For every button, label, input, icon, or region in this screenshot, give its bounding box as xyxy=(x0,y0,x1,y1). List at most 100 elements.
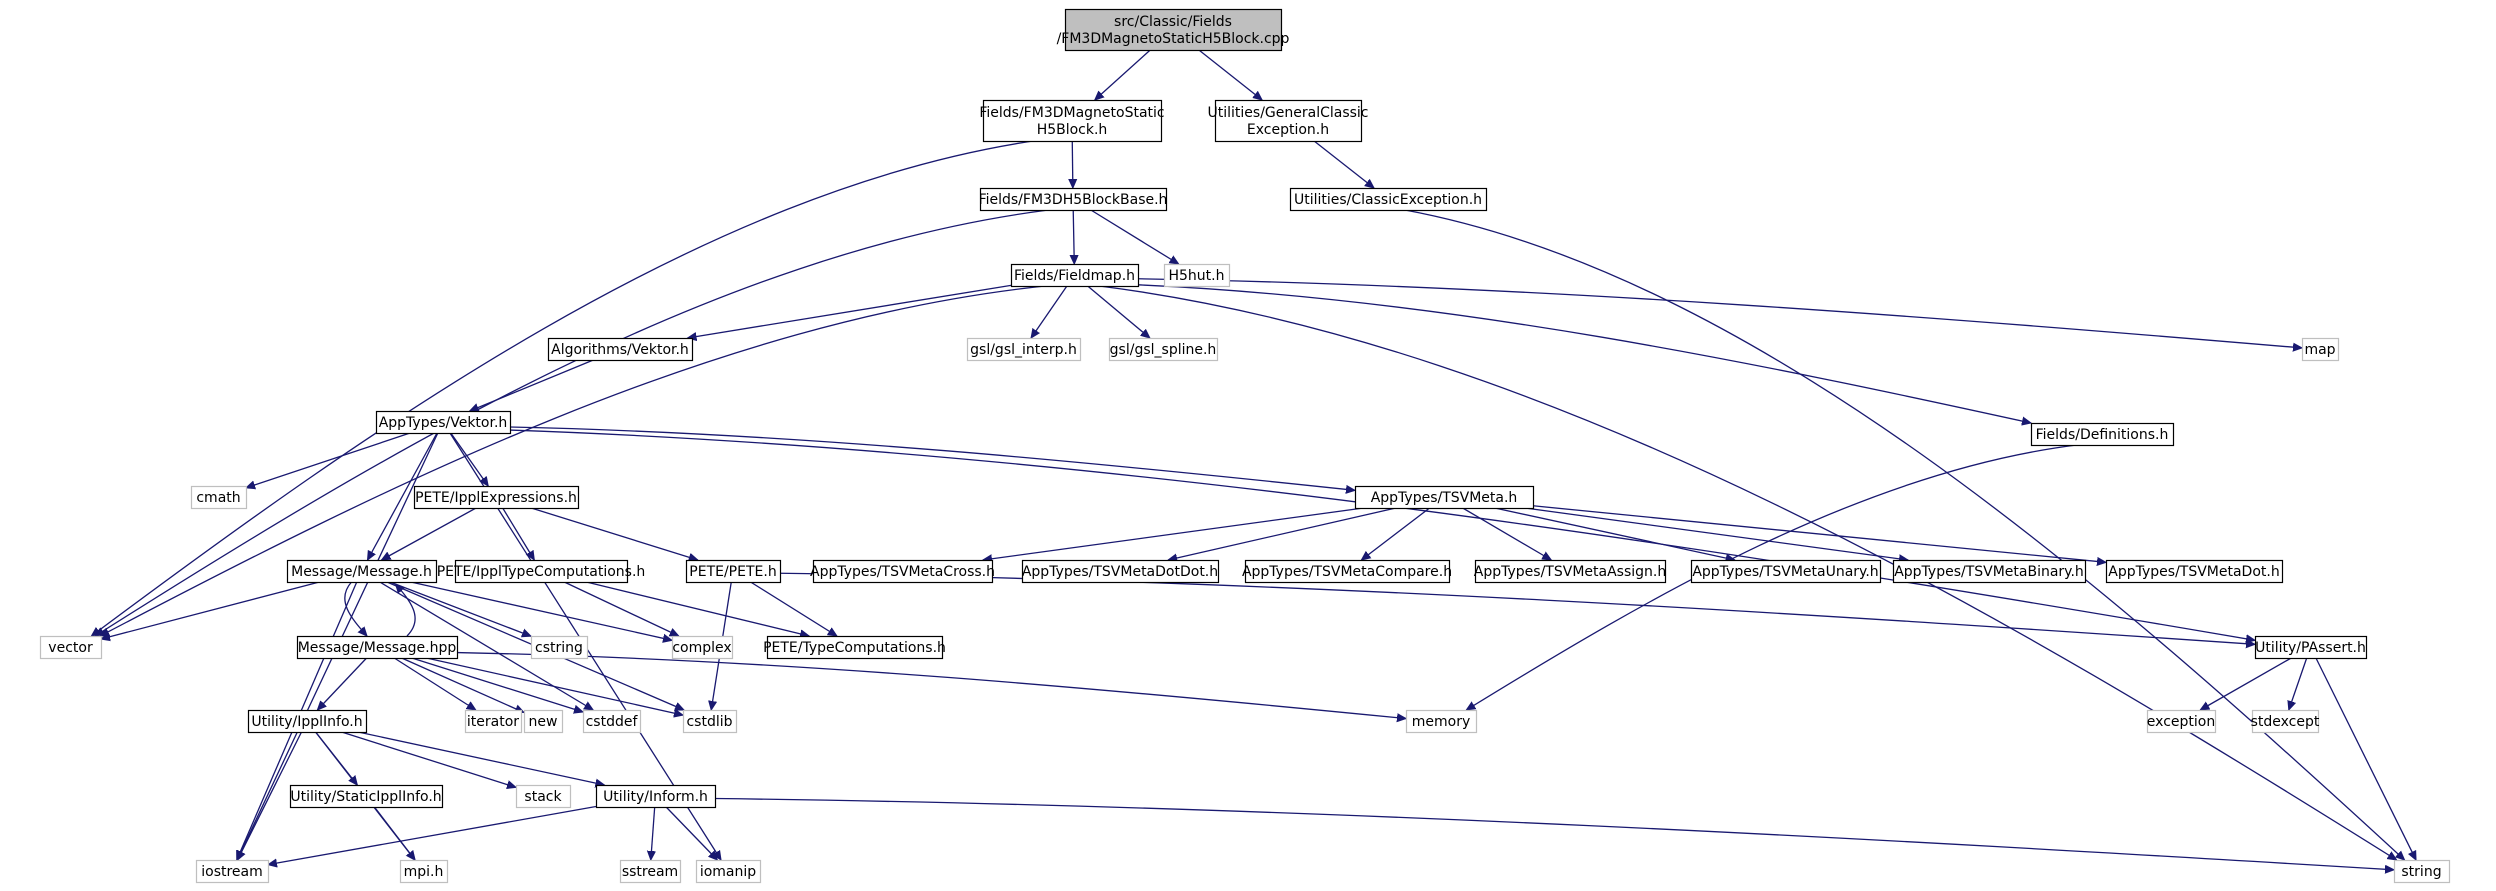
edge-fieldmap-to-gslinterp xyxy=(1031,285,1068,338)
node-defs-label: Fields/Definitions.h xyxy=(2036,427,2169,443)
edge-msghpp-to-iterator xyxy=(393,657,476,710)
node-cstdlib: cstdlib xyxy=(682,709,738,734)
node-memory-label: memory xyxy=(1412,714,1471,730)
node-sstream: sstream xyxy=(619,859,682,884)
node-staticipplinfo[interactable]: Utility/StaticIpplInfo.h xyxy=(289,784,444,809)
node-tsvbinary-box xyxy=(1892,559,2087,584)
node-map-label: map xyxy=(2304,342,2335,358)
node-iomanip: iomanip xyxy=(695,859,762,884)
edge-atvektor-to-ipplexpr xyxy=(450,432,488,486)
node-passert[interactable]: Utility/PAssert.h xyxy=(2254,635,2368,660)
node-staticipplinfo-label: Utility/StaticIpplInfo.h xyxy=(290,789,441,805)
node-stack: stack xyxy=(515,784,572,809)
node-cmath-box xyxy=(190,485,248,510)
node-vektor-label: Algorithms/Vektor.h xyxy=(551,342,689,358)
node-vector-label: vector xyxy=(48,640,93,656)
node-root[interactable]: src/Classic/Fields/FM3DMagnetoStaticH5Bl… xyxy=(1057,8,1290,52)
node-ipplexpr[interactable]: PETE/IpplExpressions.h xyxy=(413,485,580,510)
node-gslinterp-label: gsl/gsl_interp.h xyxy=(970,342,1077,358)
node-exception-box xyxy=(2146,709,2217,734)
edge-ipplexpr-to-ippltc xyxy=(502,507,535,560)
node-tsvdot[interactable]: AppTypes/TSVMetaDot.h xyxy=(2105,559,2284,584)
node-cmath: cmath xyxy=(190,485,248,510)
edge-staticipplinfo-to-mpih xyxy=(373,806,415,860)
edge-atvektor-to-passert xyxy=(509,429,2255,640)
node-fm3dh5-label: Fields/FM3DH5BlockBase.h xyxy=(979,192,1168,208)
node-new: new xyxy=(523,709,564,734)
node-msghpp-box xyxy=(296,635,459,660)
node-typecomp[interactable]: PETE/TypeComputations.h xyxy=(763,635,946,660)
node-vektor-box xyxy=(547,337,694,362)
edge-fm3dh5-to-vector xyxy=(95,209,1049,636)
node-gslspline: gsl/gsl_spline.h xyxy=(1108,337,1219,362)
node-tsvcompare-box xyxy=(1244,559,1451,584)
node-vektor[interactable]: Algorithms/Vektor.h xyxy=(547,337,694,362)
node-atvektor[interactable]: AppTypes/Vektor.h xyxy=(375,410,512,435)
edge-fieldmap-to-gslspline xyxy=(1087,285,1150,338)
node-defs[interactable]: Fields/Definitions.h xyxy=(2030,422,2175,447)
node-tsvcross-label: AppTypes/TSVMetaCross.h xyxy=(810,564,995,580)
edge-inform-to-iostream xyxy=(268,805,597,865)
node-tsvdotdot[interactable]: AppTypes/TSVMetaDotDot.h xyxy=(1022,559,1220,584)
node-typecomp-box xyxy=(766,635,944,660)
node-stdexcept: stdexcept xyxy=(2251,709,2320,734)
edge-tsvmeta-to-tsvcross xyxy=(983,507,1364,560)
node-memory-box xyxy=(1405,709,1478,734)
node-msgh-label: Message/Message.h xyxy=(291,564,432,580)
nodes-layer: src/Classic/Fields/FM3DMagnetoStaticH5Bl… xyxy=(39,8,2451,884)
edge-ipplexpr-to-msgh xyxy=(381,507,477,560)
node-iostream-label: iostream xyxy=(201,864,263,880)
node-tsvassign-label: AppTypes/TSVMetaAssign.h xyxy=(1474,564,1666,580)
node-ippltc[interactable]: PETE/IpplTypeComputations.h xyxy=(437,559,646,584)
node-gce-label: Exception.h xyxy=(1247,122,1329,138)
node-gslinterp-box xyxy=(966,337,1082,362)
node-stdexcept-box xyxy=(2251,709,2320,734)
node-cstddef: cstddef xyxy=(582,709,642,734)
node-msghpp[interactable]: Message/Message.hpp xyxy=(296,635,459,660)
node-ce[interactable]: Utilities/ClassicException.h xyxy=(1289,187,1488,212)
node-ipplinfo[interactable]: Utility/IpplInfo.h xyxy=(247,709,368,734)
node-ce-box xyxy=(1289,187,1488,212)
node-vector-box xyxy=(39,635,103,660)
node-fm3dh5[interactable]: Fields/FM3DH5BlockBase.h xyxy=(979,187,1168,212)
node-fm3dms[interactable]: Fields/FM3DMagnetoStaticH5Block.h xyxy=(979,99,1165,143)
node-string: string xyxy=(2393,859,2451,884)
node-h5hut: H5hut.h xyxy=(1163,263,1231,288)
node-msgh[interactable]: Message/Message.h xyxy=(286,559,438,584)
edge-gce-to-ce xyxy=(1313,140,1374,188)
node-tsvmeta[interactable]: AppTypes/TSVMeta.h xyxy=(1354,485,1535,510)
edge-pete-to-passert xyxy=(779,572,2255,644)
node-gce-label: Utilities/GeneralClassic xyxy=(1208,105,1369,121)
edge-inform-to-sstream xyxy=(651,806,655,860)
edge-ipplinfo-to-stack xyxy=(341,731,516,787)
edge-fieldmap-to-map xyxy=(1137,278,2302,348)
node-iostream-box xyxy=(195,859,270,884)
node-new-box xyxy=(523,709,564,734)
node-tsvunary[interactable]: AppTypes/TSVMetaUnary.h xyxy=(1690,559,1882,584)
node-tsvbinary[interactable]: AppTypes/TSVMetaBinary.h xyxy=(1892,559,2087,584)
edge-ipplinfo-to-iostream xyxy=(236,731,303,860)
node-tsvcross[interactable]: AppTypes/TSVMetaCross.h xyxy=(810,559,995,584)
node-sstream-label: sstream xyxy=(622,864,678,880)
edge-msghpp-to-new xyxy=(401,657,524,714)
edge-msgh-to-complex xyxy=(410,581,672,640)
edge-fm3dh5-to-fieldmap xyxy=(1073,209,1074,264)
node-iostream: iostream xyxy=(195,859,270,884)
node-cstdlib-box xyxy=(682,709,738,734)
node-map-box xyxy=(2301,337,2340,362)
node-tsvassign[interactable]: AppTypes/TSVMetaAssign.h xyxy=(1474,559,1666,584)
edge-msghpp-to-cstddef xyxy=(411,657,583,712)
node-inform[interactable]: Utility/Inform.h xyxy=(595,784,717,809)
edge-defs-to-memory xyxy=(1466,444,2077,710)
edge-msghpp-to-msgh xyxy=(396,584,416,637)
edge-pete-to-typecomp xyxy=(750,581,837,636)
node-tsvcompare[interactable]: AppTypes/TSVMetaCompare.h xyxy=(1242,559,1452,584)
node-exception: exception xyxy=(2146,709,2217,734)
node-defs-box xyxy=(2030,422,2175,447)
node-staticipplinfo-box xyxy=(289,784,444,809)
node-tsvcompare-label: AppTypes/TSVMetaCompare.h xyxy=(1242,564,1452,580)
node-pete[interactable]: PETE/PETE.h xyxy=(685,559,782,584)
node-ipplinfo-box xyxy=(247,709,368,734)
node-fieldmap[interactable]: Fields/Fieldmap.h xyxy=(1010,263,1140,288)
